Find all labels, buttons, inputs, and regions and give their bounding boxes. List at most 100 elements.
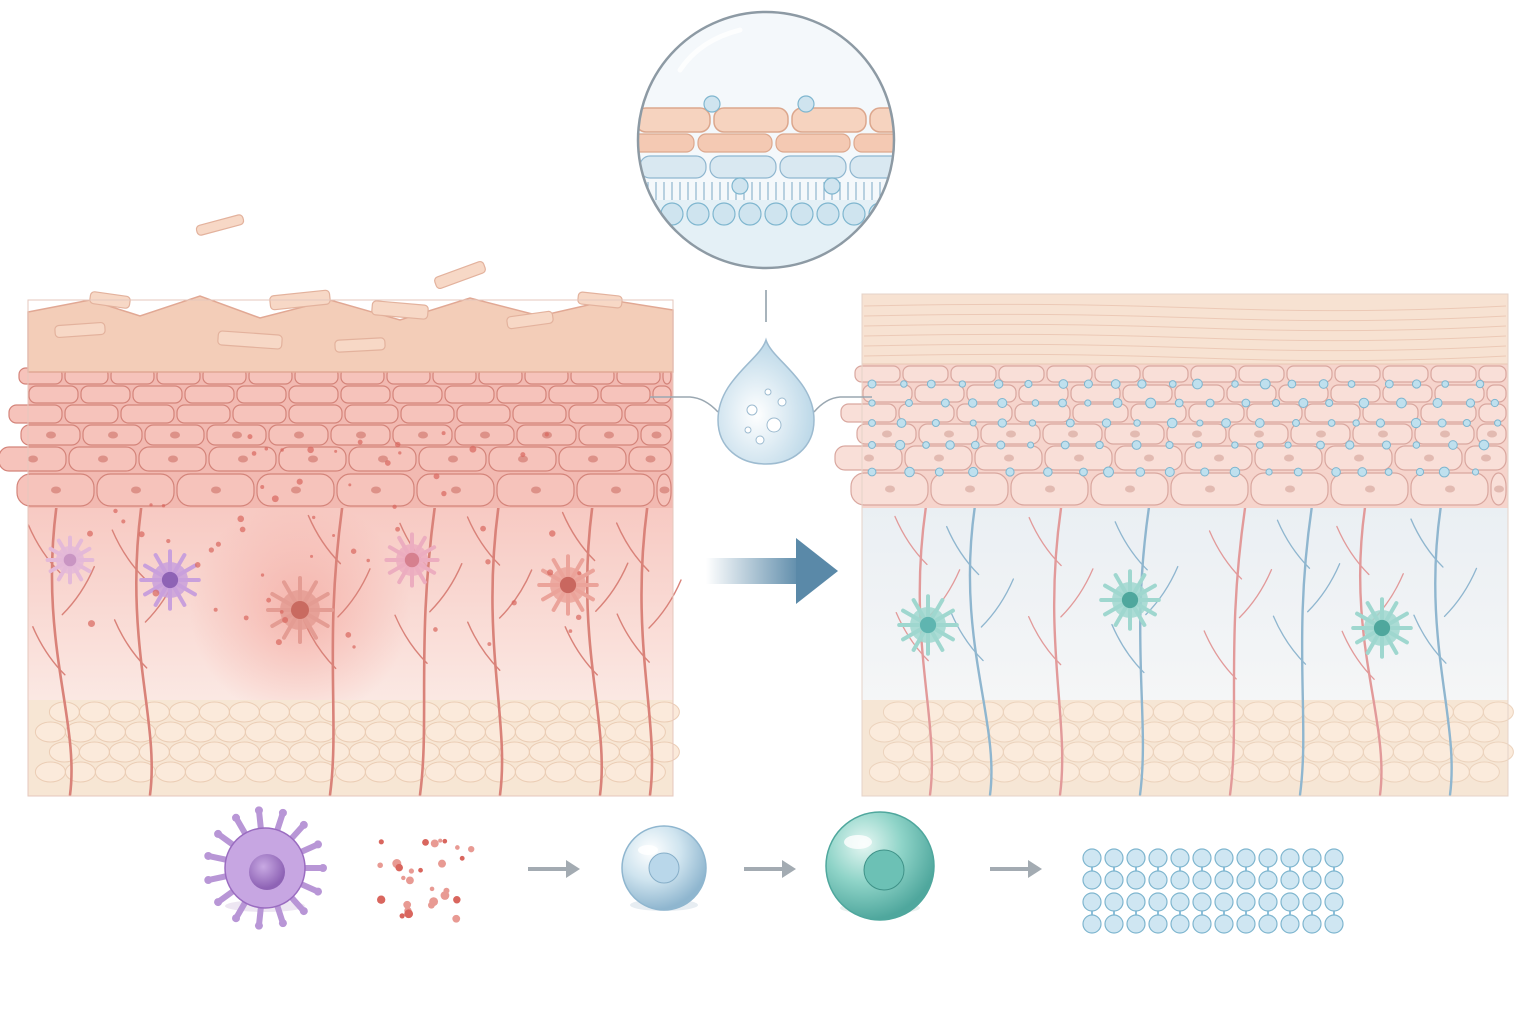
fat-cell (1108, 721, 1140, 743)
inflammatory-particle (469, 445, 477, 453)
lipid-head (1170, 914, 1190, 934)
fat-cell (1302, 741, 1334, 763)
fat-cell (454, 721, 486, 743)
cell-nucleus (1074, 454, 1084, 462)
particle (418, 867, 423, 873)
lipid-droplet (1316, 440, 1325, 450)
inflammatory-particle (121, 519, 126, 524)
fat-cell (34, 721, 66, 743)
surface-line (863, 343, 1507, 352)
inflammatory-particle (251, 451, 257, 456)
after-surface-texture (863, 303, 1507, 362)
lipid-head (1324, 870, 1344, 890)
inflammatory-particle (87, 620, 95, 628)
epidermal-cell (1382, 365, 1429, 383)
water-droplet (797, 95, 815, 113)
cell-nucleus (232, 431, 242, 439)
bubble (777, 397, 787, 407)
fat-cell (1018, 761, 1050, 783)
cell-nucleus (934, 454, 944, 462)
lipid-droplet (922, 441, 930, 449)
epidermal-cell (8, 404, 63, 424)
fat-cell (958, 761, 990, 783)
lipid-droplet (996, 440, 1006, 450)
lipid-droplet (1137, 379, 1147, 389)
lipid-head (1324, 892, 1344, 912)
lipid-head (1148, 848, 1168, 868)
lipid-head (1302, 848, 1322, 868)
fat-cell (94, 721, 126, 743)
epidermal-cell (1046, 365, 1093, 383)
inflammatory-particle (441, 490, 447, 497)
lipid-head (1192, 914, 1212, 934)
capillary (337, 568, 371, 618)
fat-cell (1092, 741, 1124, 763)
magnifier-glare (677, 27, 743, 73)
cell-nucleus (864, 454, 874, 462)
fat-cell (868, 721, 900, 743)
lipid-droplet (1194, 441, 1203, 449)
fat-cell (1122, 701, 1154, 723)
fat-cell (988, 761, 1020, 783)
fat-cell (364, 761, 396, 783)
lipid-droplet (1043, 467, 1053, 477)
process-tip (254, 806, 263, 815)
fat-cell (1212, 701, 1244, 723)
epidermal-cell (1478, 365, 1507, 383)
fat-cell (604, 721, 636, 743)
lipid-droplet (1410, 417, 1422, 429)
process-tip (214, 898, 223, 907)
lipid-droplet (896, 418, 907, 428)
inflammatory-particle (549, 530, 556, 537)
fat-cell (34, 761, 66, 783)
inflammatory-particle (398, 451, 402, 455)
inflammatory-particle (544, 432, 549, 437)
fat-cell (138, 741, 170, 763)
lipid-droplet (1347, 380, 1356, 388)
inflammatory-particle (208, 547, 214, 553)
capillary (467, 621, 501, 671)
lipid-head (1214, 848, 1234, 868)
fat-cell (454, 761, 486, 783)
epidermal-cell (496, 385, 547, 404)
fat-cell (544, 721, 576, 743)
lipid-droplet (1241, 398, 1251, 408)
epidermal-cell (1434, 384, 1485, 403)
lipid-droplet (968, 466, 979, 478)
cell-nucleus (46, 431, 56, 439)
fat-cell (942, 741, 974, 763)
inflammatory-particle (152, 589, 160, 597)
inflammatory-particle (568, 629, 573, 633)
cell-nucleus (919, 616, 937, 634)
lipid-head (1126, 892, 1146, 912)
fat-cell (618, 701, 650, 723)
cell-nucleus (418, 431, 428, 439)
lipid-droplet (969, 419, 977, 427)
capillary (946, 525, 980, 576)
epidermal-cell (512, 404, 567, 424)
lipid-droplet (1396, 397, 1407, 409)
inflammatory-particle (239, 526, 246, 533)
epidermal-cell (854, 365, 901, 383)
after-fat-cells (868, 701, 1514, 783)
lipid-droplet (1478, 439, 1490, 451)
before-panel-outline (27, 299, 674, 797)
cell-nucleus (1285, 485, 1295, 493)
fat-cell (1182, 741, 1214, 763)
fat-cell (1288, 761, 1320, 783)
lipid-droplet (868, 441, 876, 449)
corneocyte (853, 133, 894, 153)
lipid-head (764, 202, 788, 226)
capillary (498, 569, 533, 619)
blood-vessel (1358, 503, 1383, 797)
skin-flake (195, 214, 245, 236)
lipid-head (1126, 870, 1146, 890)
fat-cell (168, 701, 200, 723)
inflammatory-particle (520, 452, 526, 458)
fat-cell (1422, 741, 1454, 763)
lipid-droplet (926, 379, 936, 389)
epidermal-cell (898, 403, 955, 423)
lipid-droplet (1465, 398, 1476, 408)
lipid-droplet (997, 397, 1008, 409)
corneocyte (638, 107, 711, 133)
